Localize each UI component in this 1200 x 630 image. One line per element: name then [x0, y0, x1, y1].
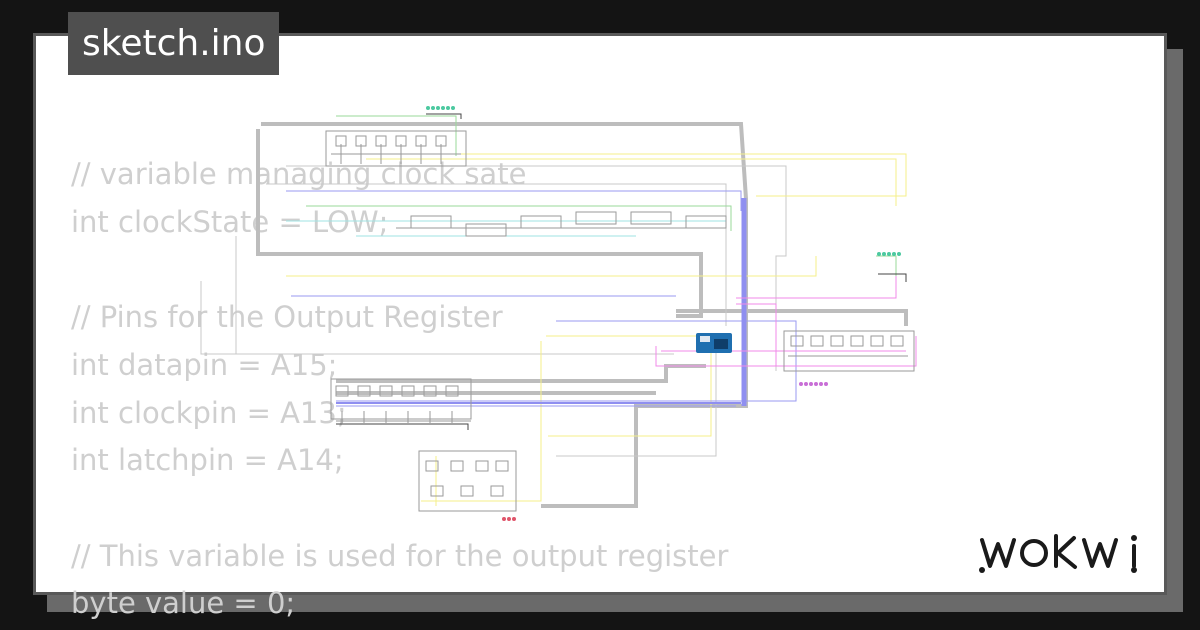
- gate-cluster-top: [325, 130, 467, 167]
- wokwi-logo: [979, 534, 1137, 573]
- code-background: // variable managing clock sate int clock…: [71, 151, 728, 628]
- gate-cluster-middle: [396, 211, 727, 237]
- led-row-right: [877, 252, 901, 256]
- code-line: // Pins for the Output Register: [71, 300, 503, 335]
- gate-cluster-left: [330, 378, 472, 423]
- led-row-top: [426, 106, 455, 110]
- code-line: // variable managing clock sate: [71, 157, 527, 191]
- led-row-right-line: [878, 273, 907, 282]
- gray-bus-wires: [256, 122, 908, 508]
- led-row-top-line: [426, 113, 462, 119]
- purple-wires: [286, 190, 797, 407]
- led-row-bottom: [502, 517, 516, 521]
- code-line: int latchpin = A14;: [71, 443, 344, 478]
- code-line: int clockpin = A13;: [71, 395, 347, 430]
- code-line: byte value = 0;: [71, 586, 296, 621]
- gate-cluster-right: [783, 330, 915, 372]
- gate-cluster-bottom: [418, 450, 517, 512]
- circuit-diagram: [200, 106, 917, 521]
- code-line: // This variable is used for the output …: [71, 538, 729, 573]
- thin-gray-wires: [200, 165, 787, 457]
- green-wires: [306, 115, 897, 276]
- yellow-wires: [286, 153, 907, 506]
- led-row-left-line: [336, 423, 469, 430]
- code-line: int datapin = A15;: [71, 347, 338, 382]
- code-line: int clockState = LOW;: [71, 204, 389, 239]
- preview-card: // variable managing clock sate int clock…: [33, 33, 1167, 620]
- led-row-mid: [799, 382, 828, 386]
- file-title: sketch.ino: [68, 12, 280, 75]
- arduino-mega-board: [696, 333, 732, 353]
